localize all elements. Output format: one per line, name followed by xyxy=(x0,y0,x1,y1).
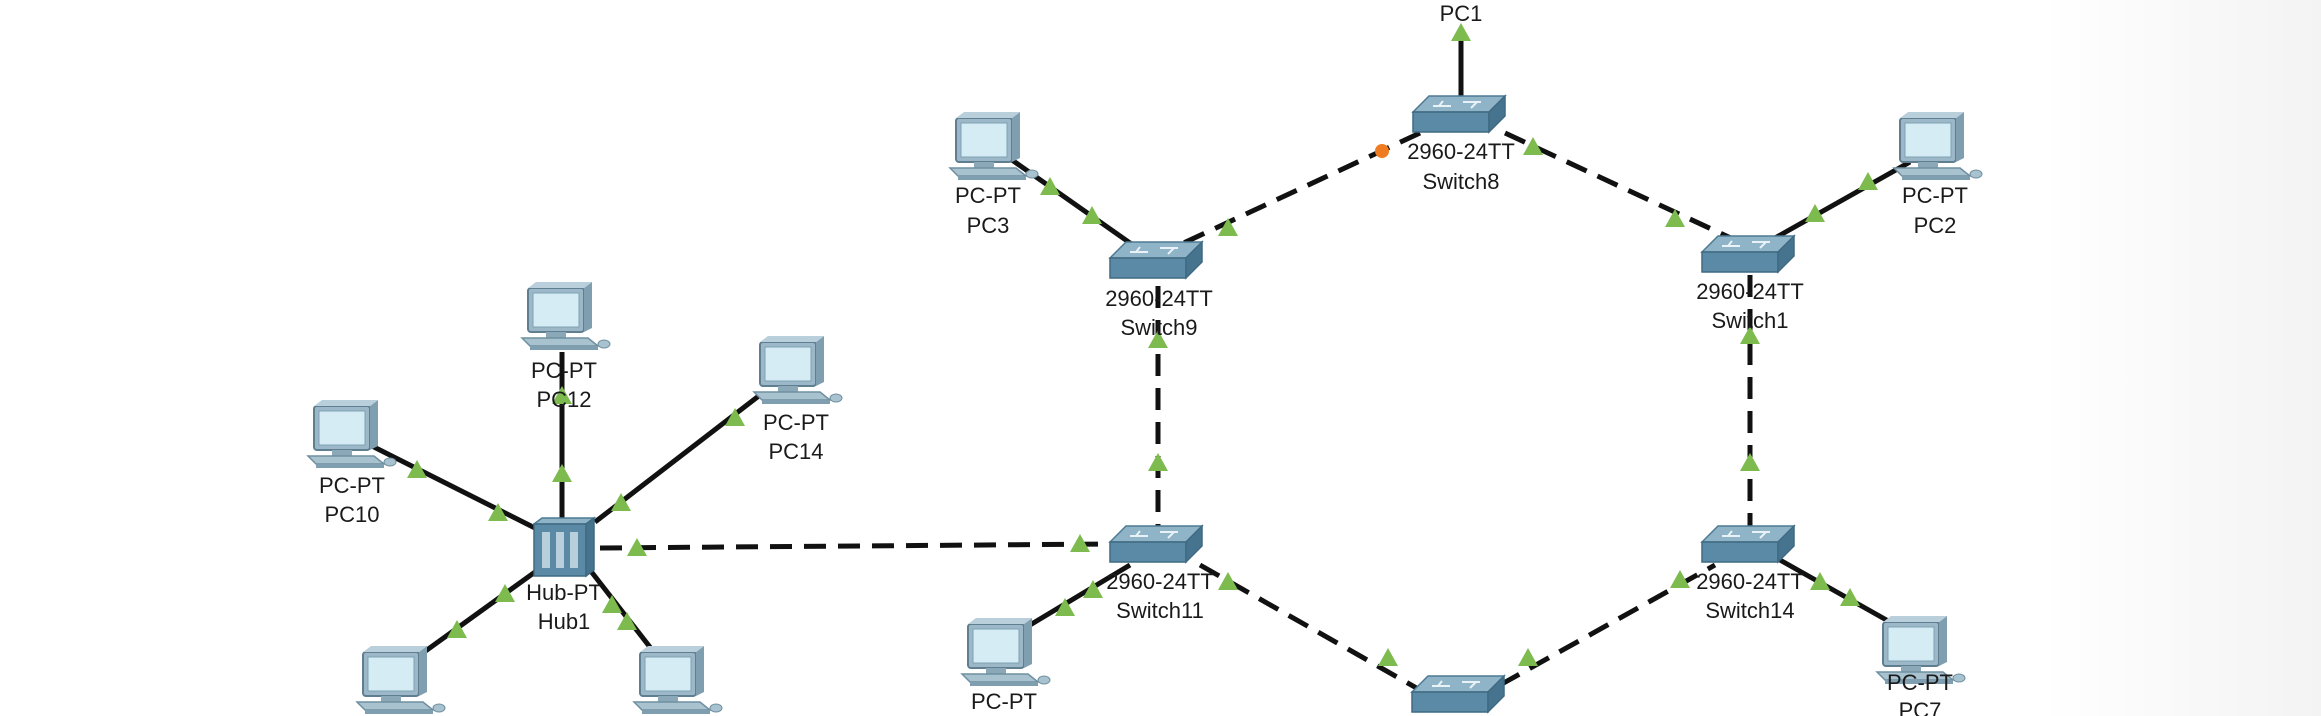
link-up-indicator xyxy=(1740,453,1760,471)
switch-icon xyxy=(1701,525,1795,563)
pc-icon xyxy=(1893,111,1983,181)
device-name-label: Switch1 xyxy=(1711,308,1788,333)
switch-icon xyxy=(1109,525,1203,563)
device-switch1[interactable]: 2960-24TT Switch1 xyxy=(1696,235,1804,333)
link-up-indicator xyxy=(1518,648,1538,666)
device-hub1[interactable]: Hub-PT Hub1 xyxy=(526,517,602,634)
switch-icon xyxy=(1109,241,1203,279)
device-name-label: PC10 xyxy=(324,502,379,527)
link-up-indicator xyxy=(1378,648,1398,666)
device-model-label: PC-PT xyxy=(971,689,1037,714)
device-switch11[interactable]: 2960-24TT Switch11 xyxy=(1106,525,1214,623)
switch-icon xyxy=(1701,235,1795,273)
device-model-label: PC-PT xyxy=(531,358,597,383)
device-name-label: Switch14 xyxy=(1705,598,1794,623)
device-model-label: PC-PT xyxy=(763,410,829,435)
switch-icon xyxy=(1411,675,1505,713)
link-pc2-switch1[interactable] xyxy=(1773,159,1912,241)
pc-icon xyxy=(356,645,446,715)
link-up-indicator xyxy=(1665,209,1685,227)
device-name-label: PC1 xyxy=(1440,1,1483,26)
device-model-label: PC-PT xyxy=(319,473,385,498)
device-model-label: PC-PT xyxy=(1887,670,1953,695)
link-up-indicator xyxy=(1218,572,1238,590)
device-model-label: Hub-PT xyxy=(526,580,602,605)
device-model-label: PC-PT xyxy=(1902,183,1968,208)
device-name-label: Switch11 xyxy=(1116,598,1204,623)
device-switch9[interactable]: 2960-24TT Switch9 xyxy=(1105,241,1213,340)
link-hub1-pcbl[interactable] xyxy=(418,569,537,658)
pc-icon xyxy=(753,335,843,405)
link-hub1-pc10[interactable] xyxy=(368,442,537,531)
device-pc-hub-bottom-right[interactable] xyxy=(633,645,723,715)
device-name-label: Switch8 xyxy=(1422,169,1499,194)
link-switch8-switch1[interactable] xyxy=(1503,130,1737,243)
device-model-label: 2960-24TT xyxy=(1696,279,1804,304)
device-name-label: Hub1 xyxy=(538,609,591,634)
switch-icon xyxy=(1412,95,1506,133)
link-hub1-switch11[interactable] xyxy=(599,541,1111,551)
device-pc-hub-bottom-left[interactable] xyxy=(356,645,446,715)
device-pc1[interactable]: PC1 xyxy=(1440,1,1483,26)
device-model-label: PC-PT xyxy=(955,183,1021,208)
link-up-indicator xyxy=(552,464,572,482)
device-pc10[interactable]: PC-PT PC10 xyxy=(307,399,397,527)
link-blocked-indicator xyxy=(1375,144,1389,158)
device-pc-bottom-mid[interactable]: PC-PT xyxy=(961,617,1051,714)
device-name-label: PC2 xyxy=(1914,213,1957,238)
device-name-label: PC3 xyxy=(967,213,1010,238)
device-pc2[interactable]: PC-PT PC2 xyxy=(1893,111,1983,238)
device-model-label: 2960-24TT xyxy=(1106,569,1214,594)
link-switch11-pcbottom[interactable] xyxy=(1028,562,1132,628)
link-up-indicator xyxy=(617,612,637,630)
link-hub1-pcbr[interactable] xyxy=(588,568,662,662)
link-switch14-pc7[interactable] xyxy=(1778,557,1892,625)
link-switch11-bottomswitch[interactable] xyxy=(1198,562,1422,693)
device-pc14[interactable]: PC-PT PC14 xyxy=(753,335,843,464)
device-pc3[interactable]: PC-PT PC3 xyxy=(949,111,1039,238)
pc-icon xyxy=(307,399,397,469)
device-pc12[interactable]: PC-PT PC12 xyxy=(521,281,611,412)
device-model-label: 2960-24TT xyxy=(1105,286,1213,311)
device-switch8[interactable]: 2960-24TT Switch8 xyxy=(1407,95,1515,194)
link-status-indicators xyxy=(407,23,1878,666)
device-switch14[interactable]: 2960-24TT Switch14 xyxy=(1696,525,1804,623)
link-up-indicator xyxy=(1148,453,1168,471)
device-switch-bottom[interactable] xyxy=(1411,675,1505,713)
device-name-label: Switch9 xyxy=(1120,315,1197,340)
device-pc7[interactable]: PC-PT PC7 xyxy=(1876,615,1966,716)
device-model-label: 2960-24TT xyxy=(1407,139,1515,164)
device-name-label: PC14 xyxy=(768,439,823,464)
link-up-indicator xyxy=(1523,137,1543,155)
hub-icon xyxy=(533,517,595,577)
pc-icon xyxy=(521,281,611,351)
device-name-label: PC12 xyxy=(536,387,591,412)
device-model-label: 2960-24TT xyxy=(1696,569,1804,594)
pc-icon xyxy=(961,617,1051,687)
pc-icon xyxy=(633,645,723,715)
device-name-label: PC7 xyxy=(1899,698,1942,716)
